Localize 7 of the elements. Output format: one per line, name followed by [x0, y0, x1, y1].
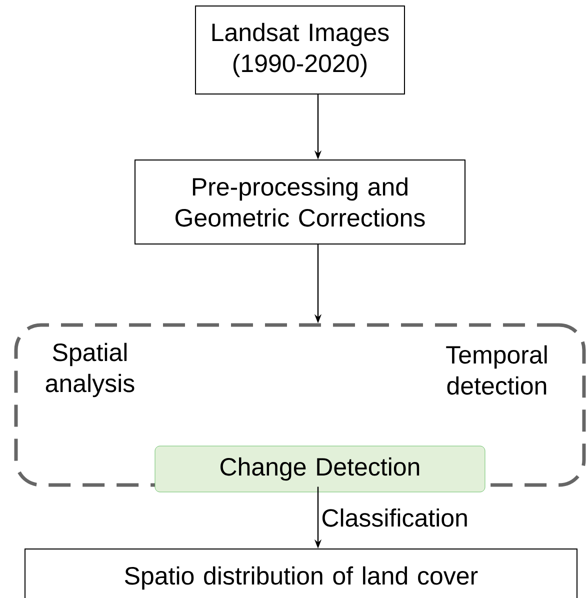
edge-label: Classification	[320, 507, 470, 528]
process-box: Spatio distribution of land cover	[24, 548, 578, 598]
highlight-box: Change Detection	[154, 446, 486, 492]
process-box: Landsat Images (1990-2020)	[195, 6, 405, 94]
group-label: Temporal detection	[446, 345, 547, 395]
process-box: Pre-processing and Geometric Corrections	[134, 160, 466, 244]
group-label: Spatial analysis	[46, 342, 134, 398]
